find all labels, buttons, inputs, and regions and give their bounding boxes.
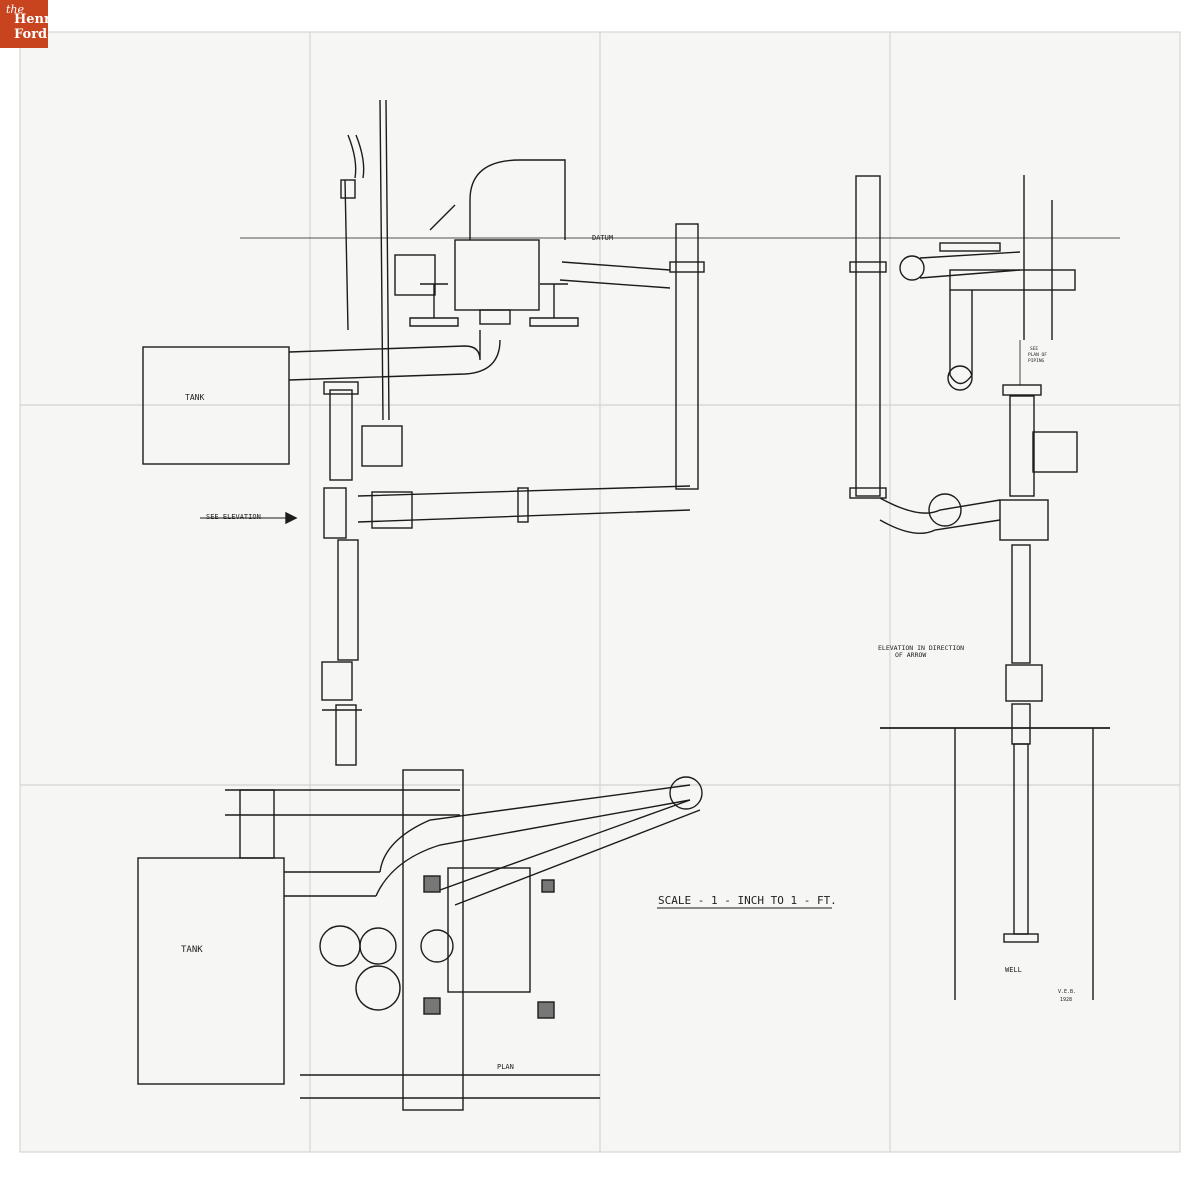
tank-outlet-pipe [288, 330, 501, 381]
elevation-bend [879, 497, 1001, 534]
elevation-riser [855, 175, 881, 497]
elevation-spool [1032, 431, 1078, 473]
well-label: WELL [1005, 966, 1022, 974]
elevation-vertical-pipe [1009, 395, 1035, 497]
plan-pump-base [447, 867, 531, 993]
upper-cross-pipe [559, 261, 671, 289]
plan-label: PLAN [497, 1063, 514, 1071]
vertical-pipe-mid [337, 539, 359, 661]
plan-end-elbow [669, 776, 703, 810]
valve-body-lower [321, 661, 353, 701]
elevation-caption-line1: ELEVATION IN DIRECTION [878, 644, 964, 652]
i-beam-right [529, 283, 579, 327]
upper-tank [142, 346, 290, 465]
elevation-caption-line2: OF ARROW [895, 651, 926, 659]
pipe-union [371, 491, 413, 529]
logo-line-3: Ford [14, 27, 48, 42]
vertical-pipe-upper [329, 389, 353, 481]
plan-bottom-pipe [300, 1074, 600, 1099]
pipe-coupling [517, 487, 529, 523]
fold-lines [20, 32, 1180, 1152]
actuator-rod [379, 99, 384, 421]
lower-tank [137, 857, 285, 1085]
henry-ford-logo: the Henry Ford [0, 0, 58, 48]
initials-label: V.E.B. [1058, 989, 1076, 995]
horizontal-pipe [357, 485, 691, 523]
logo-line-1: the [6, 3, 25, 16]
datum-label: DATUM [592, 234, 613, 242]
plan-pulley-c [355, 965, 401, 1011]
right-riser [675, 223, 699, 490]
elevation-elbow [899, 255, 925, 281]
logo-line-2: Henry [14, 12, 59, 27]
plan-diagonal-pipe-b [439, 799, 701, 906]
see-elevation-label: SEE ELEVATION [206, 513, 261, 521]
tank-label-upper: TANK [185, 393, 204, 402]
scale-label: SCALE - 1 - INCH TO 1 - FT. [658, 894, 837, 907]
discharge-elbow [469, 159, 566, 240]
note-line1: SEE [1030, 346, 1038, 352]
note-line2: PLAN OF [1028, 352, 1047, 358]
valve-body-left [323, 487, 347, 539]
pulley-spool [361, 425, 403, 467]
year-label: 1928 [1060, 997, 1072, 1003]
pipe-flange [323, 381, 359, 395]
plan-pulley-b [359, 927, 397, 965]
elevation-top-pipe [919, 251, 1021, 279]
tank-label-lower: TANK [181, 945, 203, 955]
plan-pulley-d [420, 929, 454, 963]
note-line3: PIPING [1028, 358, 1045, 364]
vertical-pipe-lower [335, 704, 357, 766]
i-beam-left [409, 283, 459, 327]
elevation-valve [999, 499, 1049, 541]
